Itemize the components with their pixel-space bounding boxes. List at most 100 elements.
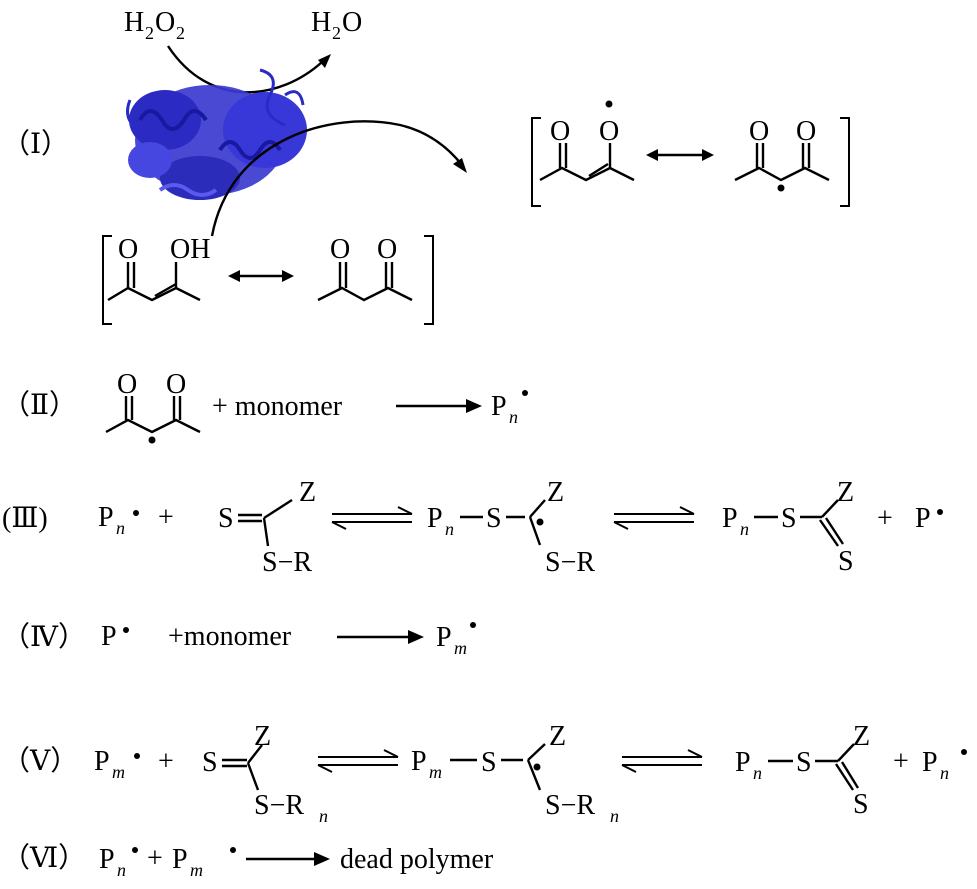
svg-text:n: n <box>610 806 619 826</box>
svg-text:P: P <box>99 844 115 875</box>
svg-text:m: m <box>112 762 125 782</box>
dot-radical-icon <box>536 518 544 526</box>
svg-text:n: n <box>940 763 949 783</box>
svg-text:O: O <box>155 7 175 38</box>
h2o-formula: H 2 O <box>311 7 362 43</box>
dot-radical-icon <box>777 184 785 192</box>
arrowhead-icon <box>318 54 331 68</box>
svg-text:Z: Z <box>549 721 566 752</box>
svg-text:+: + <box>877 503 893 534</box>
dot-radical-icon <box>123 627 129 633</box>
svg-text:Z: Z <box>254 721 271 752</box>
svg-text:S: S <box>202 747 218 778</box>
svg-text:+: + <box>147 843 163 874</box>
step-IV-product: P <box>436 622 452 653</box>
acetylacetone-bracket: O OH O O <box>102 234 434 325</box>
svg-text:Z: Z <box>299 477 316 508</box>
equilibrium-arrow <box>331 506 413 530</box>
dot-radical-icon <box>133 510 139 516</box>
equilibrium-arrow <box>621 749 703 773</box>
arrowhead-icon <box>314 852 330 866</box>
svg-text:+: + <box>158 502 174 533</box>
dot-radical-icon <box>230 847 236 853</box>
step-V-Pn-radical: P <box>922 747 938 778</box>
dot-radical-icon <box>522 390 528 396</box>
svg-text:P: P <box>722 503 738 534</box>
svg-text:P: P <box>94 746 110 777</box>
step-IV-plus-monomer: +monomer <box>168 621 292 652</box>
svg-text:n: n <box>117 860 126 880</box>
svg-text:O: O <box>117 369 137 400</box>
svg-text:2: 2 <box>176 23 185 43</box>
dot-radical-icon <box>937 509 943 515</box>
oxidation-arc-arrow <box>210 120 463 237</box>
svg-text:m: m <box>190 860 203 880</box>
svg-text:S−R: S−R <box>545 547 595 578</box>
dot-radical-icon <box>132 847 138 853</box>
svg-text:O: O <box>342 7 362 38</box>
svg-text:+: + <box>893 746 909 777</box>
svg-text:O: O <box>330 234 350 265</box>
svg-text:Z: Z <box>547 477 564 508</box>
dot-radical-icon <box>470 622 476 628</box>
step-II-product: P <box>491 391 507 422</box>
equilibrium-arrow <box>613 506 695 530</box>
enzyme-protein-image <box>126 68 307 200</box>
svg-text:2: 2 <box>332 23 341 43</box>
svg-text:S−R: S−R <box>254 790 304 821</box>
svg-text:S: S <box>853 789 869 820</box>
svg-text:P: P <box>427 503 443 534</box>
svg-text:S−R: S−R <box>545 790 595 821</box>
step-II-plus-monomer: + monomer <box>212 391 343 422</box>
step-III-Pn: P <box>98 502 114 533</box>
acac-radical-reactant: O O <box>105 369 201 444</box>
dot-radical-icon <box>533 763 541 771</box>
step-label-I: （Ⅰ） <box>2 128 69 160</box>
svg-text:O: O <box>749 116 769 147</box>
svg-text:P: P <box>411 746 427 777</box>
step-label-IV: （Ⅳ） <box>2 621 86 653</box>
svg-text:n: n <box>116 518 125 538</box>
dot-radical-icon <box>134 753 140 759</box>
equilibrium-arrow <box>317 749 399 773</box>
svg-text:n: n <box>445 519 454 539</box>
step-label-VI: （Ⅵ） <box>2 842 86 874</box>
svg-text:Z: Z <box>853 721 870 752</box>
dot-radical-icon <box>148 436 156 444</box>
peroxide-arc-arrow <box>166 45 323 94</box>
svg-text:S: S <box>481 747 497 778</box>
raft-intermediate: P n S Z S−R <box>427 477 595 578</box>
step-label-II: （Ⅱ） <box>2 389 77 421</box>
h2o2-formula: H 2 O 2 <box>124 7 185 43</box>
svg-text:S: S <box>796 747 812 778</box>
svg-text:S: S <box>781 503 797 534</box>
svg-text:n: n <box>753 763 762 783</box>
svg-text:H: H <box>311 7 331 38</box>
svg-text:m: m <box>454 638 467 658</box>
svg-text:OH: OH <box>170 234 210 265</box>
svg-text:P: P <box>172 844 188 875</box>
svg-text:O: O <box>118 234 138 265</box>
svg-text:S: S <box>838 546 854 577</box>
svg-text:Z: Z <box>837 477 854 508</box>
step-III-P-radical: P <box>915 503 931 534</box>
svg-text:+: + <box>158 746 174 777</box>
svg-text:2: 2 <box>145 23 154 43</box>
arrowhead-icon <box>453 158 467 173</box>
svg-text:O: O <box>377 234 397 265</box>
step-label-V: （Ⅴ） <box>2 745 78 777</box>
dot-radical-icon <box>605 100 613 108</box>
step-label-III: (Ⅲ) <box>2 503 48 534</box>
svg-text:P: P <box>101 621 117 652</box>
svg-text:S: S <box>218 503 234 534</box>
svg-text:m: m <box>429 762 442 782</box>
dormant-chain: P n S Z S <box>722 477 854 577</box>
svg-text:H: H <box>124 7 144 38</box>
raft-agent: S Z S−R <box>218 477 316 578</box>
svg-text:n: n <box>740 519 749 539</box>
dot-radical-icon <box>961 749 967 755</box>
svg-text:P: P <box>735 747 751 778</box>
svg-text:O: O <box>796 116 816 147</box>
acac-radical-bracket: O O O O <box>531 100 850 207</box>
